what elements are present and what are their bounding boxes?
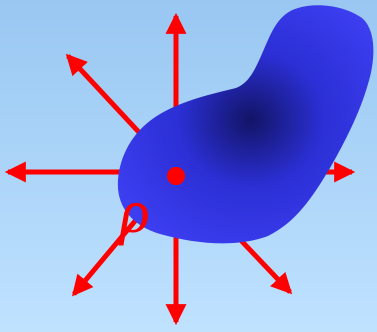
point-label: ρ (118, 178, 150, 246)
point-marker (167, 167, 185, 185)
